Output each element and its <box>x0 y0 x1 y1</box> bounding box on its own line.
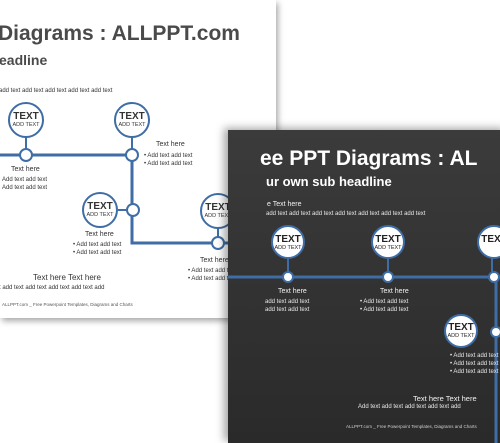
text-block: Text here add text add text add text add… <box>265 288 310 313</box>
bubble-label: TEXT <box>481 234 500 245</box>
node-dot <box>382 271 394 283</box>
node-dot <box>126 203 140 217</box>
intro-text: add text add text add text add text add … <box>0 88 113 94</box>
bottom-text: Add text add text add text add text add <box>358 404 461 410</box>
footer-text: ALLPPT.com _ Free Powerpoint Templates, … <box>2 302 133 307</box>
text-block: Text here • Add text add text • Add text… <box>360 288 409 313</box>
bubble-shape <box>444 314 478 348</box>
text-block: Text here • Add text add text • Add text… <box>144 141 193 167</box>
node-dot <box>282 271 294 283</box>
bubble-shape <box>477 225 500 259</box>
footer-text: ALLPPT.com _ Free Powerpoint Templates, … <box>346 424 477 429</box>
page-subtitle: ur own sub headline <box>266 174 392 189</box>
bubble-shape <box>8 102 44 138</box>
text-block: Text here • Add text add text • Add text… <box>73 231 122 256</box>
intro-text: add text add text add text add text add … <box>266 211 426 217</box>
page-subtitle: eadline <box>0 52 48 68</box>
text-block: Text here • Add text add text • Add text… <box>188 257 237 282</box>
intro-heading: e Text here <box>267 201 302 208</box>
dark-diagram-lines <box>228 225 500 443</box>
light-diagram-lines <box>0 102 276 250</box>
bottom-heading: Text here Text here <box>413 394 477 403</box>
bubble-shape <box>371 225 405 259</box>
node-dot <box>19 148 33 162</box>
node-dot <box>125 148 139 162</box>
bubble-shape <box>114 102 150 138</box>
text-block: • Add text add text • Add text add text … <box>450 353 499 375</box>
node-dot <box>211 236 225 250</box>
bottom-text: t add text add text add text add text ad… <box>0 285 105 291</box>
bubble-shape <box>271 225 305 259</box>
dark-slide[interactable]: ee PPT Diagrams : AL ur own sub headline… <box>228 130 500 443</box>
node-dot <box>490 326 500 338</box>
bubble-shape <box>82 192 118 228</box>
page-title: Diagrams : ALLPPT.com <box>0 22 240 45</box>
text-block: Text here Add text add text Add text add… <box>2 166 48 191</box>
bottom-heading: Text here Text here <box>33 273 101 282</box>
node-dot <box>488 271 500 283</box>
page-title: ee PPT Diagrams : AL <box>260 147 478 170</box>
